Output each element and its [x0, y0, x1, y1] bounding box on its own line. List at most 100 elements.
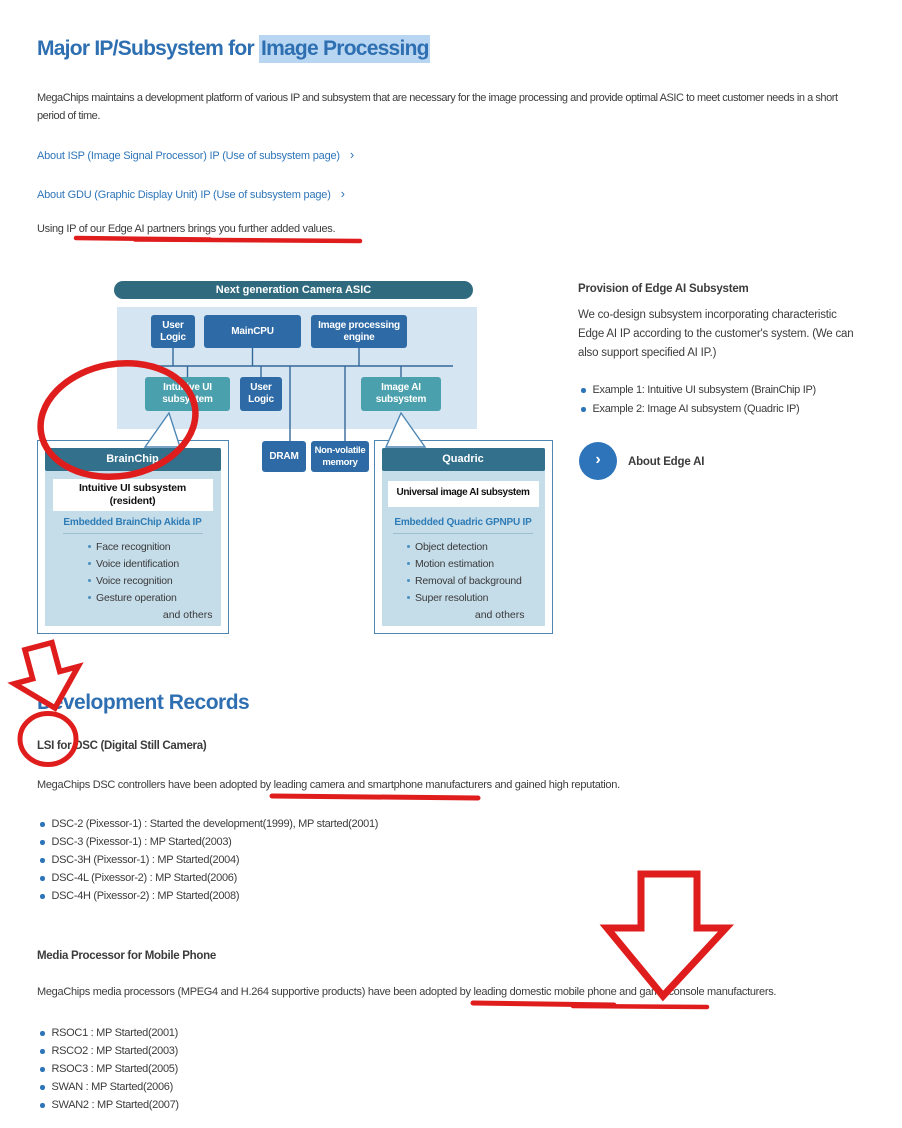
side-example-label: Example 1: Intuitive UI subsystem (Brain…	[592, 384, 817, 396]
page-title-prefix: Major IP/Subsystem for	[37, 37, 259, 60]
dsc-item: DSC-3H (Pixessor-1) : MP Started(2004)	[40, 854, 640, 866]
dsc-item: DSC-3 (Pixessor-1) : MP Started(2003)	[40, 836, 640, 848]
mobile-item: SWAN : MP Started(2006)	[40, 1081, 640, 1093]
mobile-section-title: Media Processor for Mobile Phone	[37, 950, 216, 962]
box-image-processing-engine: Image processing engine	[311, 315, 407, 348]
side-heading: Provision of Edge AI Subsystem	[578, 283, 749, 295]
bullet-icon	[40, 894, 45, 899]
mobile-item-label: RSOC3 : MP Started(2005)	[51, 1063, 179, 1075]
mobile-item: RSCO2 : MP Started(2003)	[40, 1045, 640, 1057]
bullet-icon	[406, 595, 410, 600]
box-intuitive-ui-subsystem: Intuitive UI subsystem	[145, 377, 230, 411]
brainchip-title: BrainChip	[44, 447, 221, 471]
quadric-item-label: Super resolution	[415, 591, 489, 604]
quadric-panel: Quadric Universal image AI subsystem Emb…	[381, 447, 545, 626]
dsc-item: DSC-2 (Pixessor-1) : Started the develop…	[40, 818, 640, 830]
chevron-right-icon: ›	[349, 147, 355, 162]
link-isp[interactable]: About ISP (Image Signal Processor) IP (U…	[37, 146, 354, 164]
brainchip-panel: BrainChip Intuitive UI subsystem (reside…	[44, 447, 221, 626]
about-edge-ai-button[interactable]: ›	[579, 442, 617, 480]
bullet-icon	[406, 544, 410, 549]
diagram-title: Next generation Camera ASIC	[114, 281, 473, 299]
bullet-icon	[40, 1085, 45, 1090]
quadric-callout: Quadric Universal image AI subsystem Emb…	[374, 440, 553, 634]
link-gdu[interactable]: About GDU (Graphic Display Unit) IP (Use…	[37, 185, 345, 203]
box-dram: DRAM	[262, 441, 306, 472]
red-underline-3b	[570, 1003, 710, 1010]
quadric-more-label: and others	[474, 608, 525, 621]
red-underline-2	[269, 793, 481, 801]
side-example: Example 1: Intuitive UI subsystem (Brain…	[581, 384, 881, 396]
box-nvm: Non-volatile memory	[311, 441, 369, 472]
quadric-item-label: Object detection	[415, 540, 488, 553]
dsc-item: DSC-4L (Pixessor-2) : MP Started(2006)	[40, 872, 640, 884]
brainchip-item: Voice identification	[87, 557, 179, 570]
intro-paragraph: MegaChips maintains a development platfo…	[37, 92, 838, 122]
bullet-icon	[87, 595, 91, 600]
dsc-item: DSC-4H (Pixessor-2) : MP Started(2008)	[40, 890, 640, 902]
quadric-subsystem-box: Universal image AI subsystem	[387, 480, 539, 507]
dsc-item-label: DSC-3 (Pixessor-1) : MP Started(2003)	[51, 836, 232, 848]
bullet-icon	[40, 822, 45, 827]
brainchip-item-label: Gesture operation	[96, 591, 177, 604]
side-example: Example 2: Image AI subsystem (Quadric I…	[581, 403, 881, 415]
dsc-item-label: DSC-4L (Pixessor-2) : MP Started(2006)	[51, 872, 238, 884]
chevron-right-icon: ›	[595, 451, 601, 468]
bullet-icon	[40, 1049, 45, 1054]
bullet-icon	[406, 561, 410, 566]
quadric-item-label: Motion estimation	[415, 557, 494, 570]
bullet-icon	[40, 1031, 45, 1036]
bullet-icon	[406, 578, 410, 583]
bullet-icon	[40, 876, 45, 881]
bullet-icon	[40, 1067, 45, 1072]
link-gdu-label[interactable]: About GDU (Graphic Display Unit) IP (Use…	[37, 189, 331, 201]
quadric-item: Motion estimation	[406, 557, 494, 570]
dsc-item-label: DSC-2 (Pixessor-1) : Started the develop…	[51, 818, 379, 830]
red-underline-1b	[132, 237, 363, 244]
bullet-icon	[581, 388, 586, 393]
chevron-right-icon: ›	[340, 186, 346, 201]
brainchip-item: Face recognition	[87, 541, 171, 553]
red-circle-lsi	[17, 711, 79, 767]
mobile-section-body: MegaChips media processors (MPEG4 and H.…	[37, 986, 777, 998]
bullet-icon	[87, 578, 91, 583]
brainchip-item-label: Voice identification	[96, 557, 179, 570]
mobile-item-label: SWAN : MP Started(2006)	[51, 1081, 174, 1093]
brainchip-item-label: Voice recognition	[96, 574, 173, 587]
brainchip-item: Gesture operation	[87, 591, 177, 604]
quadric-title: Quadric	[381, 447, 545, 471]
brainchip-callout: BrainChip Intuitive UI subsystem (reside…	[37, 440, 229, 634]
edge-ai-note: Using IP of our Edge AI partners brings …	[37, 223, 336, 235]
divider	[62, 532, 203, 534]
quadric-item: Removal of background	[406, 574, 522, 587]
mobile-item: RSOC3 : MP Started(2005)	[40, 1063, 640, 1075]
side-example-label: Example 2: Image AI subsystem (Quadric I…	[592, 403, 800, 415]
mobile-item: RSOC1 : MP Started(2001)	[40, 1027, 640, 1039]
bullet-icon	[87, 544, 91, 549]
mobile-item: SWAN2 : MP Started(2007)	[40, 1099, 640, 1111]
brainchip-item: Voice recognition	[87, 574, 173, 587]
side-body: We co-design subsystem incorporating cha…	[578, 309, 854, 360]
box-user-logic-2: User Logic	[240, 377, 282, 411]
dsc-section-title: LSI for DSC (Digital Still Camera)	[37, 740, 207, 752]
quadric-embedded-label: Embedded Quadric GPNPU IP	[394, 516, 532, 528]
page-title: Major IP/Subsystem for Image Processing	[37, 35, 430, 63]
about-edge-ai-label[interactable]: About Edge AI	[628, 456, 705, 468]
divider	[392, 532, 533, 534]
red-underline-3	[470, 1000, 617, 1008]
bullet-icon	[40, 1103, 45, 1108]
box-image-ai-subsystem: Image AI subsystem	[361, 377, 441, 411]
mobile-item-label: RSOC1 : MP Started(2001)	[51, 1027, 179, 1039]
quadric-item-label: Removal of background	[415, 574, 522, 587]
link-isp-label[interactable]: About ISP (Image Signal Processor) IP (U…	[37, 150, 340, 162]
box-user-logic-1: User Logic	[151, 315, 195, 348]
dsc-item-label: DSC-4H (Pixessor-2) : MP Started(2008)	[51, 890, 240, 902]
dev-records-heading: Development Records	[37, 691, 250, 714]
dsc-item-label: DSC-3H (Pixessor-1) : MP Started(2004)	[51, 854, 240, 866]
bullet-icon	[40, 840, 45, 845]
brainchip-more-label: and others	[162, 608, 213, 621]
bullet-icon	[87, 561, 91, 566]
page-title-highlight: Image Processing	[258, 35, 430, 63]
red-underline-1	[73, 235, 213, 242]
